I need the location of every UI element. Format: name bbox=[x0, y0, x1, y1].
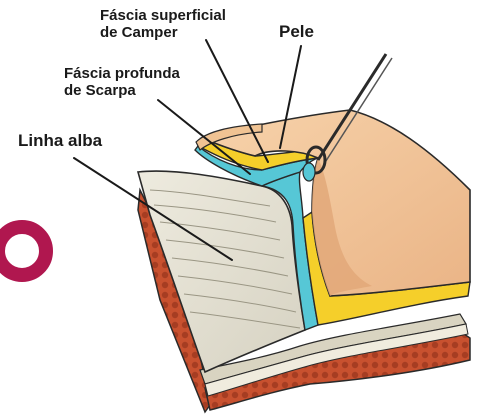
label-linha-alba: Linha alba bbox=[18, 131, 102, 150]
label-camper-line1: Fáscia superficial bbox=[100, 8, 226, 25]
label-camper-line2: de Camper bbox=[100, 25, 226, 42]
label-camper-fascia: Fáscia superficial de Camper bbox=[100, 8, 226, 42]
label-scarpa-fascia: Fáscia profunda de Scarpa bbox=[64, 66, 180, 100]
brand-ring-icon bbox=[0, 227, 46, 275]
label-pele: Pele bbox=[279, 22, 314, 41]
label-scarpa-line1: Fáscia profunda bbox=[64, 66, 180, 83]
label-scarpa-line2: de Scarpa bbox=[64, 83, 180, 100]
